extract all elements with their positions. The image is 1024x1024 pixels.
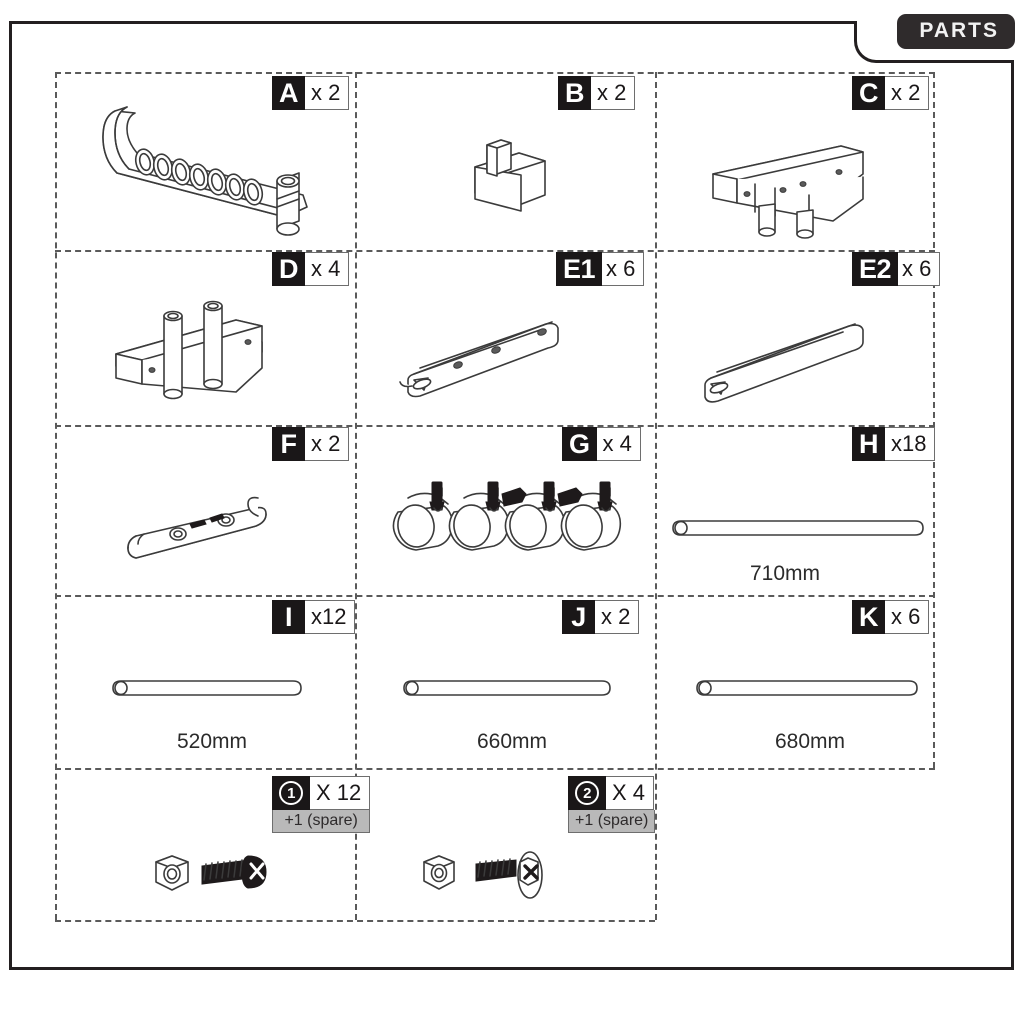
part-dimension-J: 660mm [476, 730, 548, 753]
hardware-label-2-main: 2 X 4 [568, 776, 655, 810]
hardware-badge-2: 2 [568, 776, 606, 810]
hardware-label-1: 1 X 12 +1 (spare) [272, 776, 371, 833]
part-illustration-E1 [399, 308, 570, 398]
part-label-F: F x 2 [272, 427, 350, 461]
part-qty-B: x 2 [591, 76, 636, 110]
hardware-spare-2: +1 (spare) [568, 810, 656, 833]
part-badge-E2: E2 [852, 252, 899, 286]
grid-line-h-0 [55, 72, 935, 74]
grid-line-v-left [55, 72, 57, 920]
part-illustration-K [696, 678, 918, 698]
part-badge-A: A [272, 76, 305, 110]
grid-line-v-1 [355, 72, 357, 920]
part-badge-D: D [272, 252, 305, 286]
part-label-E1: E1 x 6 [556, 252, 645, 286]
part-qty-K: x 6 [885, 600, 930, 634]
part-label-G: G x 4 [562, 427, 641, 461]
part-dimension-H: 710mm [749, 562, 821, 585]
grid-line-h-3 [55, 595, 935, 597]
part-dimension-I: 520mm [176, 730, 248, 753]
hardware-spare-1: +1 (spare) [272, 810, 371, 833]
parts-tab-label: PARTS [919, 19, 999, 42]
hardware-qty-1: X 12 [310, 776, 371, 810]
part-badge-E1: E1 [556, 252, 603, 286]
hardware-illustration-2 [408, 850, 568, 915]
part-label-E2: E2 x 6 [852, 252, 941, 286]
part-label-J: J x 2 [562, 600, 640, 634]
part-badge-B: B [558, 76, 591, 110]
part-illustration-A [95, 95, 335, 236]
part-label-K: K x 6 [852, 600, 930, 634]
part-qty-G: x 4 [596, 427, 641, 461]
part-badge-G: G [562, 427, 597, 461]
hardware-badge-1: 1 [272, 776, 310, 810]
part-qty-I: x12 [305, 600, 356, 634]
part-label-I: I x12 [272, 600, 356, 634]
part-illustration-D [108, 288, 298, 403]
part-badge-J: J [562, 600, 595, 634]
parts-tab-header: PARTS [897, 14, 1015, 49]
grid-line-h-5 [55, 920, 655, 922]
part-illustration-I [112, 678, 302, 698]
part-illustration-H [672, 518, 924, 538]
part-qty-H: x18 [885, 427, 936, 461]
part-badge-K: K [852, 600, 885, 634]
part-badge-H: H [852, 427, 885, 461]
part-illustration-C [705, 140, 875, 239]
hardware-label-1-main: 1 X 12 [272, 776, 371, 810]
parts-grid [55, 50, 935, 922]
part-qty-E2: x 6 [898, 252, 941, 286]
hardware-badge-2-number: 2 [575, 781, 599, 805]
part-illustration-B [455, 133, 565, 213]
part-qty-D: x 4 [305, 252, 350, 286]
part-badge-C: C [852, 76, 885, 110]
part-label-A: A x 2 [272, 76, 350, 110]
grid-line-h-4 [55, 768, 935, 770]
part-qty-J: x 2 [595, 600, 640, 634]
part-label-D: D x 4 [272, 252, 350, 286]
part-illustration-G [388, 478, 622, 563]
part-dimension-K: 680mm [774, 730, 846, 753]
part-illustration-F [118, 490, 288, 565]
part-qty-C: x 2 [885, 76, 930, 110]
part-label-C: C x 2 [852, 76, 930, 110]
grid-line-v-2 [655, 72, 657, 920]
part-qty-F: x 2 [305, 427, 350, 461]
grid-line-h-1 [55, 250, 935, 252]
part-illustration-J [403, 678, 611, 698]
grid-line-v-right [933, 72, 935, 768]
hardware-qty-2: X 4 [606, 776, 655, 810]
part-qty-A: x 2 [305, 76, 350, 110]
grid-line-h-2 [55, 425, 935, 427]
part-illustration-E2 [695, 308, 875, 403]
part-label-B: B x 2 [558, 76, 636, 110]
hardware-illustration-1 [138, 852, 288, 912]
hardware-badge-1-number: 1 [279, 781, 303, 805]
part-badge-F: F [272, 427, 305, 461]
hardware-label-2: 2 X 4 +1 (spare) [568, 776, 656, 833]
part-qty-E1: x 6 [602, 252, 645, 286]
part-label-H: H x18 [852, 427, 936, 461]
part-badge-I: I [272, 600, 305, 634]
